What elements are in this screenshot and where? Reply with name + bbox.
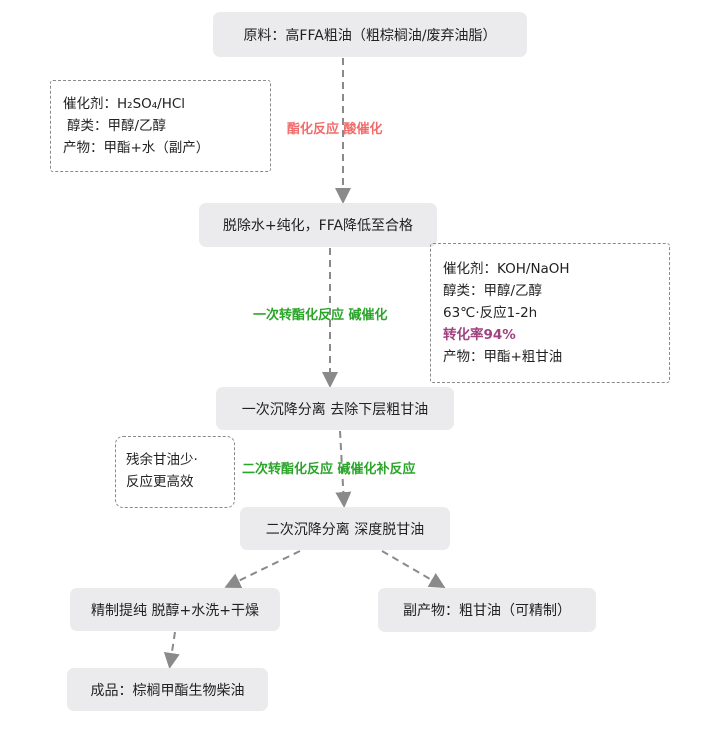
node-second-settling: 二次沉降分离 深度脱甘油 bbox=[240, 507, 450, 550]
note-line: 催化剂：H₂SO₄/HCl bbox=[63, 96, 186, 112]
node-refining: 精制提纯 脱醇+水洗+干燥 bbox=[70, 588, 280, 631]
arrow-settle1-to-settle2 bbox=[335, 430, 352, 508]
label-first-transesterification: 一次转酯化反应 碱催化 bbox=[253, 308, 388, 323]
node-final-product: 成品：棕榈甲酯生物柴油 bbox=[67, 668, 268, 711]
note-line: 醇类：甲醇/乙醇 bbox=[67, 118, 167, 134]
arrow-settle2-to-refine bbox=[224, 550, 301, 588]
node-first-settling: 一次沉降分离 去除下层粗甘油 bbox=[216, 387, 454, 430]
conversion-rate: 转化率94% bbox=[443, 327, 516, 343]
note-line: 醇类：甲醇/乙醇 bbox=[443, 283, 543, 299]
note-acid-catalysis: 催化剂：H₂SO₄/HCl 醇类：甲醇/乙醇 产物：甲酯+水（副产） bbox=[50, 80, 271, 172]
node-purify: 脱除水+纯化，FFA降低至合格 bbox=[199, 203, 437, 247]
note-line: 催化剂：KOH/NaOH bbox=[443, 261, 570, 277]
note-base-catalysis: 催化剂：KOH/NaOH 醇类：甲醇/乙醇 63℃·反应1-2h 转化率94% … bbox=[430, 243, 670, 383]
label-esterification: 酯化反应 酸催化 bbox=[287, 122, 383, 137]
node-raw-material: 原料：高FFA粗油（粗棕榈油/废弃油脂） bbox=[213, 12, 527, 57]
label-second-transesterification: 二次转酯化反应 碱催化补反应 bbox=[242, 462, 416, 477]
arrow-settle2-to-byproduct bbox=[381, 550, 446, 589]
node-byproduct: 副产物：粗甘油（可精制） bbox=[378, 588, 596, 632]
note-line: 产物：甲酯+粗甘油 bbox=[443, 349, 563, 365]
note-line: 产物：甲酯+水（副产） bbox=[63, 140, 210, 156]
note-residual-glycerol: 残余甘油少· 反应更高效 bbox=[115, 436, 235, 508]
note-line: 残余甘油少· bbox=[126, 452, 198, 468]
note-line: 63℃·反应1-2h bbox=[443, 305, 538, 321]
arrow-refine-to-product bbox=[163, 631, 180, 669]
note-line: 反应更高效 bbox=[126, 474, 194, 490]
